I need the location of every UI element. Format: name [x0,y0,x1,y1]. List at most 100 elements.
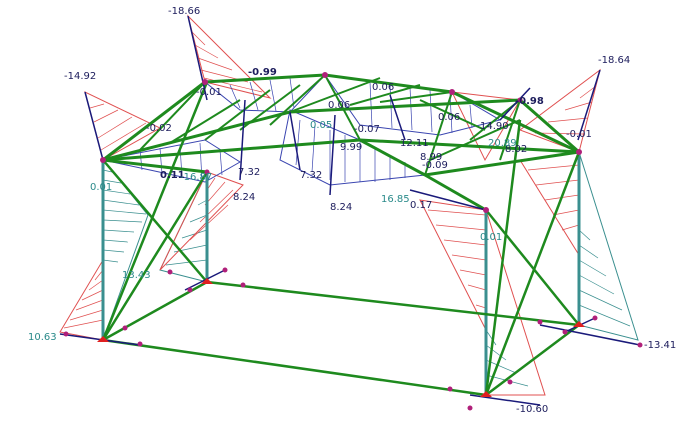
label-moment: -0.98 [515,96,544,107]
web-10[interactable] [419,99,486,131]
web-4[interactable] [239,84,301,131]
web-7[interactable] [324,74,361,141]
label-moment: 0.17 [410,200,432,211]
axis-right-peak [577,69,601,141]
node-base-front-2[interactable] [447,386,453,392]
eave-front[interactable] [102,158,208,174]
bracing[interactable] [101,81,581,396]
web-8[interactable] [349,84,421,106]
top-chord-right-rear[interactable] [324,73,453,94]
columns[interactable] [101,152,581,395]
label-moment: 8.24 [330,202,352,213]
label-moment: 8.02 [505,144,527,155]
ridge-rear[interactable] [519,98,580,154]
right-rear-column-moment [578,151,639,341]
top-chord-left[interactable] [102,80,206,162]
node-ridge[interactable] [322,72,328,78]
label-moment: 0.05 [310,120,332,131]
node-left-rear-top[interactable] [204,169,210,175]
brace-left-3[interactable] [101,171,209,341]
label-moment: 8.24 [233,192,255,203]
label-moment: -18.64 [598,55,630,66]
node-base-rear-2[interactable] [537,319,543,325]
label-moment: -10.60 [516,404,548,415]
node-axis-left-rear[interactable] [222,267,228,273]
bottom-chord-left[interactable] [102,138,361,162]
label-moment: 0.06 [372,82,394,93]
top-chord-left-rear[interactable] [204,73,326,84]
bottom-chord-front-2[interactable] [424,173,487,212]
brace-right-2[interactable] [484,151,581,396]
base-beam-front[interactable] [102,338,487,397]
bottom-chord-mid[interactable] [359,138,580,154]
label-moment: 9.99 [340,142,362,153]
node-right-rear-top[interactable] [576,149,582,155]
axis-left-end [84,91,104,161]
support-right-front[interactable] [480,391,492,397]
brace-right-3[interactable] [484,119,522,396]
node-base-rear-left[interactable] [187,287,193,293]
node-base-left-mid[interactable] [167,269,173,275]
axis-base-right [539,324,641,346]
label-moment: 16.85 [381,194,410,205]
node-right-ridge[interactable] [517,97,523,103]
web-14[interactable] [499,99,521,161]
label-moment: -14.92 [64,71,96,82]
label-moment: 7.32 [300,170,322,181]
supports[interactable] [97,278,585,397]
label-moment: 7.32 [238,167,260,178]
node-axis-rear-right[interactable] [592,315,598,321]
web-13[interactable] [429,119,521,161]
brace-left-1[interactable] [102,159,208,283]
left-front-base-moment [59,258,104,341]
node-left-front-top[interactable] [100,157,106,163]
web-5[interactable] [269,74,326,126]
label-moment: 8.99 [420,152,442,163]
support-left-rear[interactable] [201,278,213,284]
roof-truss[interactable] [102,73,580,212]
support-right-rear[interactable] [573,321,585,327]
axis-mid-left [239,99,246,181]
support-left-front[interactable] [97,336,109,342]
node-axis-front[interactable] [467,405,473,411]
web-11[interactable] [424,91,453,176]
web-2[interactable] [169,99,241,144]
label-moment: -0.09 [422,160,448,171]
node-left-peak[interactable] [202,79,208,85]
node-axis-right[interactable] [637,342,643,348]
label-moment: 20.89 [488,138,517,149]
axis-upper-right [389,94,406,141]
base-beam-right[interactable] [485,324,580,396]
node-base-right-1[interactable] [507,379,513,385]
axis-right-front [409,189,487,211]
web-3[interactable] [204,89,271,141]
web-1[interactable] [139,81,206,151]
node-base-rear-1[interactable] [240,282,246,288]
label-moment: 0.11 [160,170,185,181]
label-moment: 0.01 [480,232,502,243]
rafter-right-upper-moment [451,91,521,162]
node-base-left-front[interactable] [122,325,128,331]
node-base-front-1[interactable] [137,341,143,347]
label-moment: -0.07 [354,124,380,135]
label-moment: 0.01 [90,182,112,193]
ridge-front[interactable] [102,110,291,162]
label-moment: -16.87 [180,172,212,183]
node-base-right-2[interactable] [562,329,568,335]
moment-labels: -18.66 -14.92 -18.64 -0.99 -0.98 -0.01 -… [28,6,676,415]
rafter-right-peak-moment [518,68,601,153]
node-right-front-top[interactable] [483,207,489,213]
bottom-chord-front[interactable] [359,138,426,177]
brace-left-2[interactable] [101,81,209,341]
node-right-peak[interactable] [449,89,455,95]
base-beam-rear[interactable] [206,280,580,327]
eave-right[interactable] [424,150,580,177]
axis-mid [289,111,301,171]
nodes[interactable] [63,72,643,411]
axis-right [499,87,531,121]
rafter-mid-span-moment [279,109,427,186]
ridge-front-2[interactable] [289,98,521,114]
brace-right-1[interactable] [485,209,580,326]
node-axis-left-front[interactable] [63,331,69,337]
